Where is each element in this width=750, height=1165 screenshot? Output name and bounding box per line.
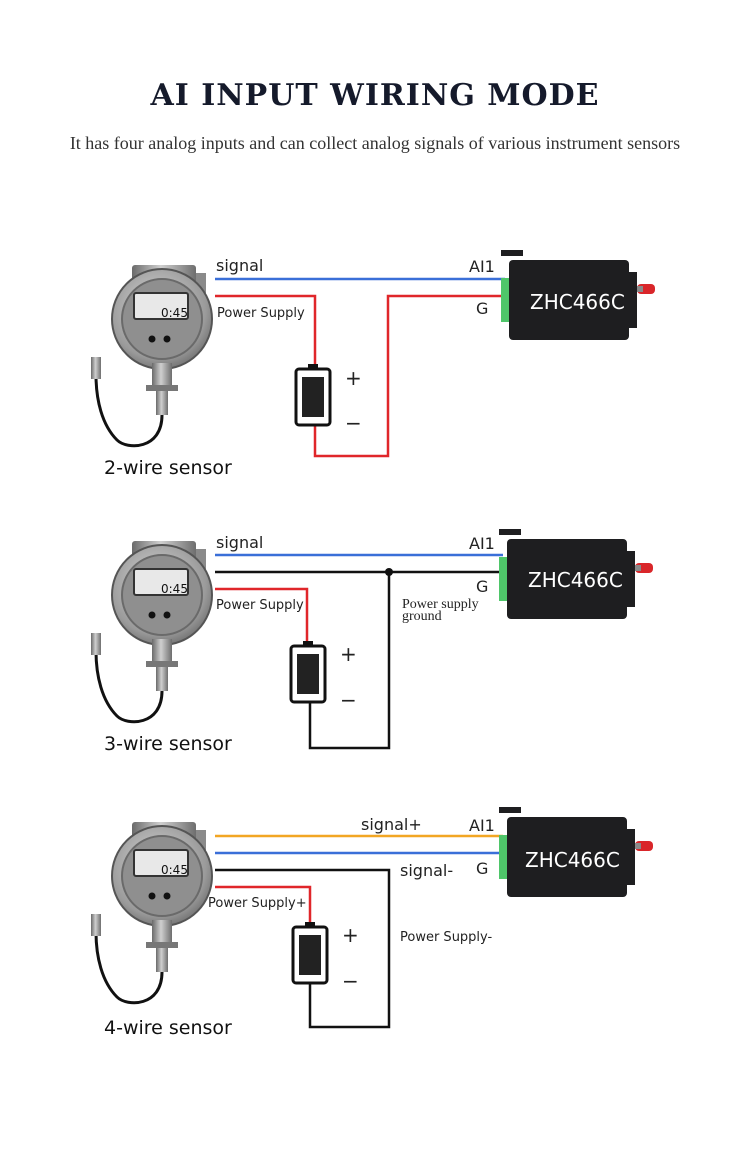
- power-positive-wire: [215, 294, 317, 368]
- two-wire-caption: 2-wire sensor: [104, 457, 232, 479]
- battery-icon: [294, 362, 332, 427]
- transmitter-icon: [89, 263, 214, 448]
- power-return-wire: [215, 868, 391, 1029]
- module-name: ZHC466C: [530, 290, 625, 314]
- power-positive-wire: [215, 587, 309, 643]
- display-readout: 0:45: [161, 863, 188, 877]
- pin-ai1-label: AI1: [469, 534, 495, 553]
- display-readout: 0:45: [161, 306, 188, 320]
- three-wire-diagram: 0:45 + − ZHC466C signal Power Supply Pow…: [89, 529, 653, 755]
- page-subtitle: It has four analog inputs and can collec…: [69, 133, 681, 153]
- battery-plus-sign: +: [340, 642, 357, 666]
- display-readout: 0:45: [161, 582, 188, 596]
- power-return-wire: [313, 294, 505, 458]
- battery-minus-sign: −: [345, 411, 362, 435]
- power-return-wire: [308, 572, 391, 750]
- four-wire-caption: 4-wire sensor: [104, 1017, 232, 1039]
- power-positive-wire: [215, 885, 312, 924]
- page-title: AI INPUT WIRING MODE: [150, 78, 600, 113]
- battery-minus-sign: −: [342, 969, 359, 993]
- two-wire-diagram: 0:45 + − ZHC466C signal Power Supply AI1…: [89, 250, 655, 479]
- signal-label: signal: [216, 533, 263, 552]
- module-name: ZHC466C: [525, 848, 620, 872]
- power-supply-ground-label: Power supply: [402, 597, 479, 612]
- pin-g-label: G: [476, 859, 488, 878]
- pin-g-label: G: [476, 299, 488, 318]
- four-wire-diagram: 0:45 + − ZHC466C signal+ signal- Power S…: [89, 807, 653, 1039]
- battery-plus-sign: +: [345, 366, 362, 390]
- three-wire-caption: 3-wire sensor: [104, 733, 232, 755]
- battery-plus-sign: +: [342, 923, 359, 947]
- signal-label: signal: [216, 256, 263, 275]
- battery-icon: [291, 920, 329, 985]
- power-supply-label: Power Supply: [217, 306, 305, 321]
- power-supply-minus-label: Power Supply-: [400, 930, 493, 945]
- transmitter-icon: [89, 820, 214, 1005]
- battery-minus-sign: −: [340, 688, 357, 712]
- module-name: ZHC466C: [528, 568, 623, 592]
- power-supply-ground-label-2: ground: [402, 609, 442, 624]
- power-supply-label: Power Supply: [216, 598, 304, 613]
- transmitter-icon: [89, 539, 214, 724]
- battery-icon: [289, 639, 327, 704]
- signal-plus-label: signal+: [361, 815, 422, 834]
- power-supply-plus-label: Power Supply+: [208, 896, 307, 911]
- signal-minus-label: signal-: [400, 861, 453, 880]
- pin-ai1-label: AI1: [469, 257, 495, 276]
- pin-g-label: G: [476, 577, 488, 596]
- pin-ai1-label: AI1: [469, 816, 495, 835]
